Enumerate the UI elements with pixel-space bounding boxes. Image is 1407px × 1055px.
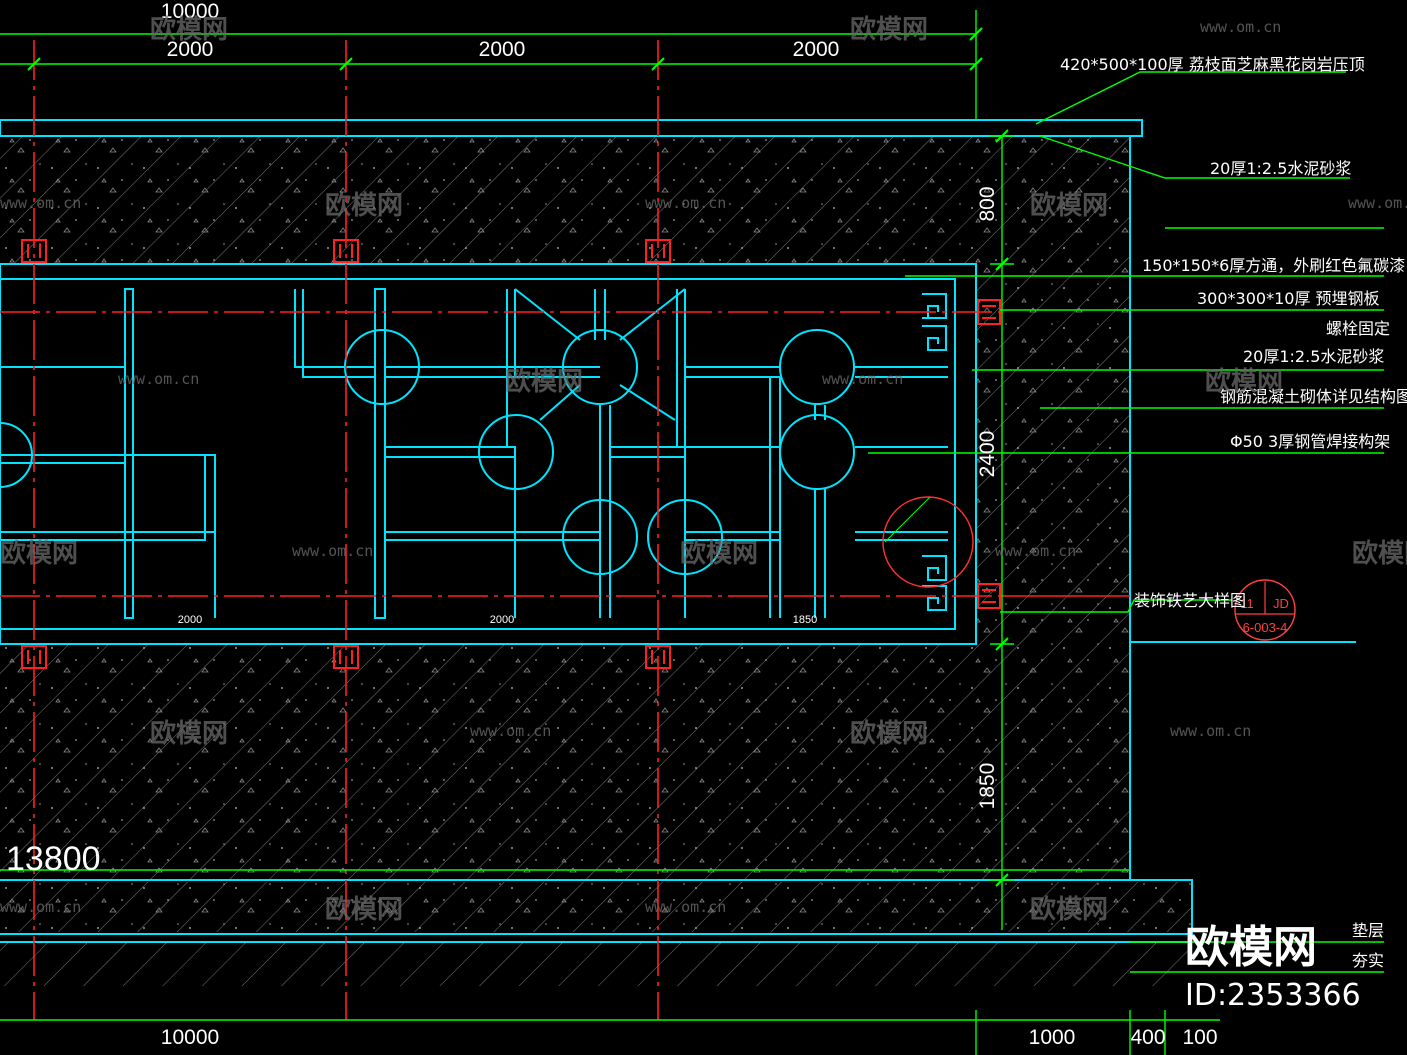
note-mortar-top: 20厚1:2.5水泥砂浆 — [1210, 159, 1351, 178]
watermark-brand: 欧模网 — [505, 366, 583, 397]
watermark-brand: 欧模网 — [850, 718, 928, 749]
elevation-label: 13800 — [6, 840, 101, 878]
detail-ref-sheet: JD — [1273, 596, 1289, 611]
watermark-brand: 欧模网 — [1352, 538, 1407, 569]
note-coping-stone: 420*500*100厚 荔枝面芝麻黑花岗岩压顶 — [1060, 55, 1365, 74]
watermark-brand: 欧模网 — [680, 538, 758, 569]
watermark-brand: 欧模网 — [1030, 894, 1108, 925]
annotation-notes: 420*500*100厚 荔枝面芝麻黑花岗岩压顶 20厚1:2.5水泥砂浆 15… — [1060, 55, 1407, 970]
top-dimension-3: 2000 — [793, 38, 840, 61]
centerlines — [0, 40, 1130, 1020]
detail-ref-drawing-no: 6-003-4 — [1243, 620, 1288, 635]
detail-callout-circle — [882, 496, 974, 588]
watermark-url: www.om.cn — [1170, 722, 1251, 740]
note-square-tube: 150*150*6厚方通，外刷红色氟碳漆 — [1142, 256, 1405, 275]
watermark-url: www.om.cn — [118, 370, 199, 388]
inner-dimension-2: 2000 — [490, 614, 514, 626]
inner-dimension-1: 2000 — [178, 614, 202, 626]
brand-id-text: ID:2353366 — [1185, 978, 1361, 1013]
watermark-url: www.om.cn — [0, 194, 81, 212]
watermarks: 欧模网 欧模网 欧模网 欧模网 欧模网 欧模网 欧模网 欧模网 欧模网 欧模网 … — [0, 14, 1407, 925]
branding: 欧模网 ID:2353366 — [1185, 922, 1361, 1013]
embedded-steel-plates — [21, 239, 1001, 669]
concrete-wall-hatch — [0, 136, 1192, 986]
note-cushion-layer: 垫层 — [1352, 921, 1384, 940]
bottom-dimension-10000: 10000 — [161, 1026, 219, 1049]
top-dimension-1: 2000 — [167, 38, 214, 61]
watermark-brand: 欧模网 — [325, 894, 403, 925]
bottom-dimension-1000: 1000 — [1029, 1026, 1076, 1049]
watermark-brand: 欧模网 — [150, 14, 228, 45]
watermark-url: www.om.cn — [470, 722, 551, 740]
note-steel-pipe-frame: Φ50 3厚钢管焊接构架 — [1230, 432, 1390, 451]
note-compacted: 夯实 — [1352, 951, 1384, 970]
wall-outline — [0, 119, 1356, 943]
note-embedded-plate: 300*300*10厚 预埋钢板 — [1197, 289, 1380, 308]
watermark-url: www.om.cn — [1200, 18, 1281, 36]
watermark-brand: 欧模网 — [850, 14, 928, 45]
note-mortar-mid: 20厚1:2.5水泥砂浆 — [1243, 347, 1384, 366]
top-dimension-2: 2000 — [479, 38, 526, 61]
vertical-dimension-800: 800 — [976, 186, 999, 221]
watermark-brand: 欧模网 — [0, 538, 78, 569]
inner-dimension-3: 1850 — [793, 614, 817, 626]
top-dimension-total: 10000 — [161, 0, 219, 23]
watermark-url: www.om.cn — [995, 542, 1076, 560]
watermark-brand: 欧模网 — [150, 718, 228, 749]
bottom-dimension-400: 400 — [1130, 1026, 1165, 1049]
bottom-dimension-100: 100 — [1182, 1026, 1217, 1049]
dimension-ticks — [27, 27, 1009, 887]
watermark-brand: 欧模网 — [1205, 366, 1283, 397]
watermark-url: www.om.cn — [645, 194, 726, 212]
watermark-url: www.om.cn — [645, 898, 726, 916]
watermark-url: www.om.cn — [822, 370, 903, 388]
dimension-texts: 10000 2000 2000 2000 2000 2000 1850 800 … — [6, 0, 1218, 1049]
vertical-dimension-1850: 1850 — [976, 763, 999, 810]
watermark-brand: 欧模网 — [1030, 190, 1108, 221]
brand-logo-text: 欧模网 — [1185, 922, 1317, 973]
watermark-url: www.om.cn — [292, 542, 373, 560]
decorative-iron-screen — [0, 278, 956, 630]
vertical-dimension-2400: 2400 — [976, 431, 999, 478]
detail-ref-number: 11 — [1240, 596, 1254, 611]
detail-reference-bubble: 11 JD 6-003-4 — [1234, 579, 1296, 641]
watermark-url: www.om.cn — [1348, 194, 1407, 212]
note-iron-detail: 装饰铁艺大样图 — [1134, 591, 1246, 610]
note-bolt-fix: 螺栓固定 — [1326, 319, 1390, 338]
watermark-url: www.om.cn — [0, 898, 81, 916]
dimension-lines — [0, 10, 1384, 1055]
note-rc-masonry: 钢筋混凝土砌体详见结构图 — [1220, 387, 1407, 406]
watermark-brand: 欧模网 — [325, 190, 403, 221]
